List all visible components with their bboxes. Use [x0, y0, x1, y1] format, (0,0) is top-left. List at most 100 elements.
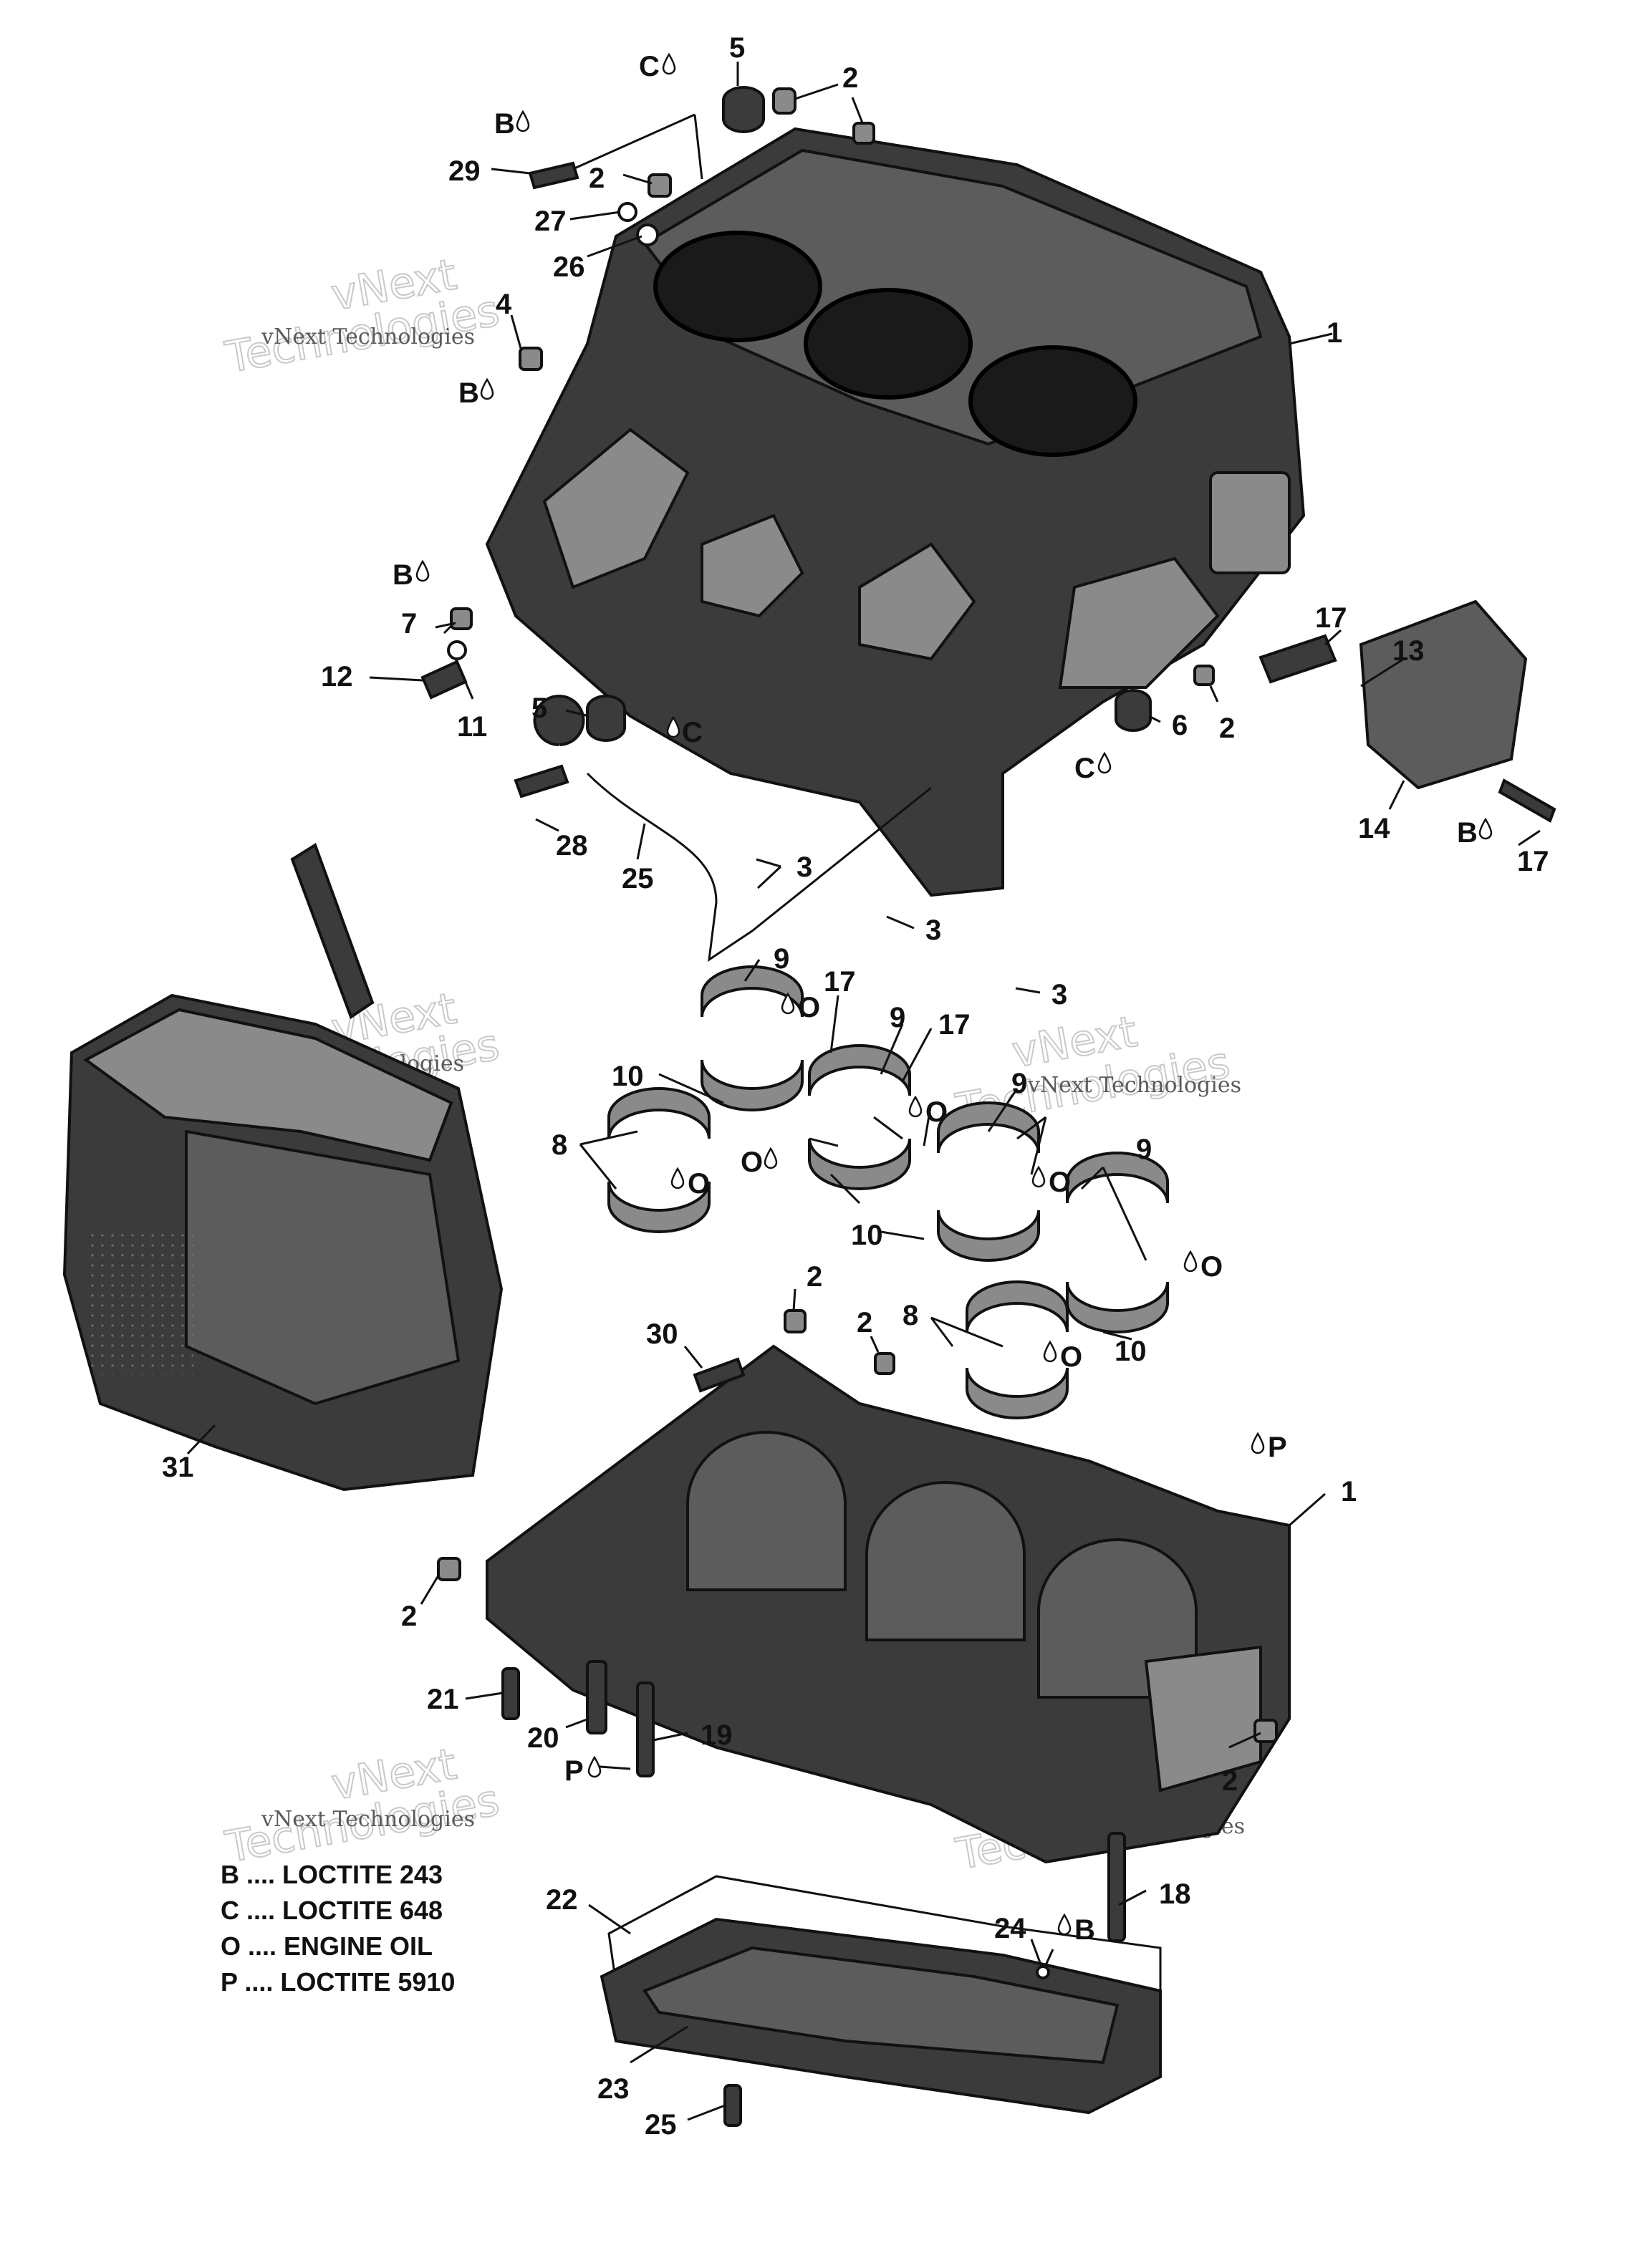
callout-7: 7 — [401, 608, 417, 640]
callout-3: 3 — [1051, 979, 1067, 1010]
callout-9: 9 — [890, 1002, 905, 1033]
code-o-label: O — [1049, 1167, 1071, 1198]
oil-drop-icon — [1031, 1166, 1046, 1188]
legend: B .... LOCTITE 243 C .... LOCTITE 648 O … — [221, 1860, 455, 1997]
legend-item-p: P .... LOCTITE 5910 — [221, 1967, 455, 1997]
callout-3: 3 — [796, 851, 812, 883]
callout-1: 1 — [1327, 317, 1342, 349]
complete-engine-drawing — [62, 842, 504, 1492]
callout-26: 26 — [553, 251, 585, 283]
code-c-label: C — [682, 717, 703, 748]
callout-27: 27 — [534, 206, 567, 237]
callout-3: 3 — [925, 915, 941, 946]
callout-2: 2 — [1222, 1765, 1238, 1797]
code-p-label: P — [564, 1755, 584, 1787]
watermark-small: vNext Technologies — [1027, 1073, 1241, 1098]
callout-18: 18 — [1159, 1878, 1191, 1910]
callout-5: 5 — [729, 32, 745, 64]
callout-10: 10 — [851, 1220, 883, 1251]
callout-labels: 5 2 2 29 27 26 4 1 7 12 11 5 6 2 17 13 1… — [162, 32, 1549, 2141]
callout-1: 1 — [1341, 1476, 1357, 1507]
code-o-label: O — [688, 1168, 710, 1200]
callout-2: 2 — [1219, 713, 1235, 744]
oil-drop-icon — [1057, 1914, 1072, 1936]
callout-9: 9 — [774, 943, 789, 975]
callout-6: 6 — [1172, 710, 1188, 741]
oil-drop-icon — [764, 1147, 778, 1169]
oil-drop-icon — [662, 53, 676, 75]
callout-30: 29 — [448, 155, 481, 187]
code-b-label: B — [494, 108, 515, 140]
callout-19: 19 — [701, 1719, 733, 1751]
callout-2: 2 — [842, 62, 858, 94]
callout-11: 11 — [457, 711, 487, 743]
oil-drop-icon — [670, 1167, 685, 1190]
oil-drop-icon — [587, 1756, 602, 1778]
callout-30: 30 — [646, 1318, 678, 1350]
callout-24: 24 — [994, 1913, 1026, 1944]
small-parts-top — [420, 86, 1556, 962]
oil-drop-icon — [1478, 818, 1493, 840]
code-o-label: O — [1200, 1251, 1223, 1283]
callout-9: 9 — [1136, 1134, 1152, 1165]
legend-item-c: C .... LOCTITE 648 — [221, 1896, 443, 1925]
code-c-label: C — [1074, 753, 1095, 784]
watermark-top-left: vNext Technologies — [221, 249, 504, 384]
callout-21: 21 — [427, 1684, 459, 1715]
oil-drop-icon — [480, 378, 494, 400]
callout-9: 9 — [1011, 1068, 1027, 1099]
callout-17: 17 — [938, 1009, 971, 1041]
callout-10: 10 — [1115, 1336, 1147, 1367]
oil-drop-icon — [1183, 1250, 1198, 1273]
code-p-label: P — [1268, 1432, 1287, 1463]
code-b-label: B — [393, 559, 413, 591]
upper-crankcase-drawing — [485, 127, 1306, 897]
callout-5: 5 — [531, 693, 547, 724]
callout-22: 22 — [546, 1884, 578, 1916]
callout-23: 23 — [597, 2073, 630, 2105]
oil-drop-icon — [1251, 1432, 1265, 1454]
callout-15: 17 — [1315, 602, 1347, 634]
legend-item-b: B .... LOCTITE 243 — [221, 1860, 443, 1889]
callout-2: 2 — [401, 1601, 417, 1632]
callout-29: 28 — [556, 830, 588, 862]
code-c-label: C — [639, 51, 660, 82]
leader-lines — [186, 62, 1541, 2121]
oil-drop-icon — [908, 1096, 923, 1118]
code-o-label: O — [798, 992, 820, 1023]
callout-14: 14 — [1358, 813, 1390, 844]
watermark-bottom-left: vNext Technologies — [221, 1739, 504, 1873]
callout-20: 20 — [527, 1722, 559, 1754]
code-b-label: B — [458, 377, 479, 409]
callout-28: 25 — [622, 863, 654, 894]
code-o-label: O — [741, 1147, 763, 1178]
callout-13: 13 — [1392, 635, 1425, 667]
callout-10: 10 — [612, 1061, 644, 1092]
callout-2: 2 — [857, 1307, 872, 1338]
code-b-label: B — [1074, 1914, 1095, 1946]
callout-8: 8 — [903, 1300, 918, 1331]
lower-crankcase-drawing — [437, 1309, 1291, 1942]
callout-2: 2 — [589, 163, 605, 194]
callout-17: 17 — [824, 966, 856, 998]
oil-drop-icon — [1043, 1341, 1057, 1363]
code-b-label: B — [1457, 817, 1478, 849]
callout-4: 4 — [496, 289, 512, 320]
code-o-label: O — [925, 1096, 948, 1128]
callout-25: 25 — [645, 2109, 677, 2141]
oil-drop-icon — [415, 560, 430, 582]
callout-16: 17 — [1517, 846, 1549, 877]
code-o-label: O — [1060, 1341, 1082, 1373]
callout-8: 8 — [552, 1129, 567, 1161]
callout-2: 2 — [807, 1261, 822, 1293]
oil-drop-icon — [516, 110, 530, 132]
watermark-small: vNext Technologies — [261, 324, 475, 349]
callout-12: 12 — [321, 661, 353, 693]
oil-drop-icon — [1097, 752, 1112, 774]
bearing-shells — [607, 965, 1169, 1419]
legend-item-o: O .... ENGINE OIL — [221, 1931, 433, 1961]
callout-31: 31 — [162, 1452, 194, 1483]
compound-markers: C B B B C C B O O O O O O O P P B — [393, 51, 1493, 1946]
watermark-small: vNext Technologies — [261, 1807, 475, 1832]
